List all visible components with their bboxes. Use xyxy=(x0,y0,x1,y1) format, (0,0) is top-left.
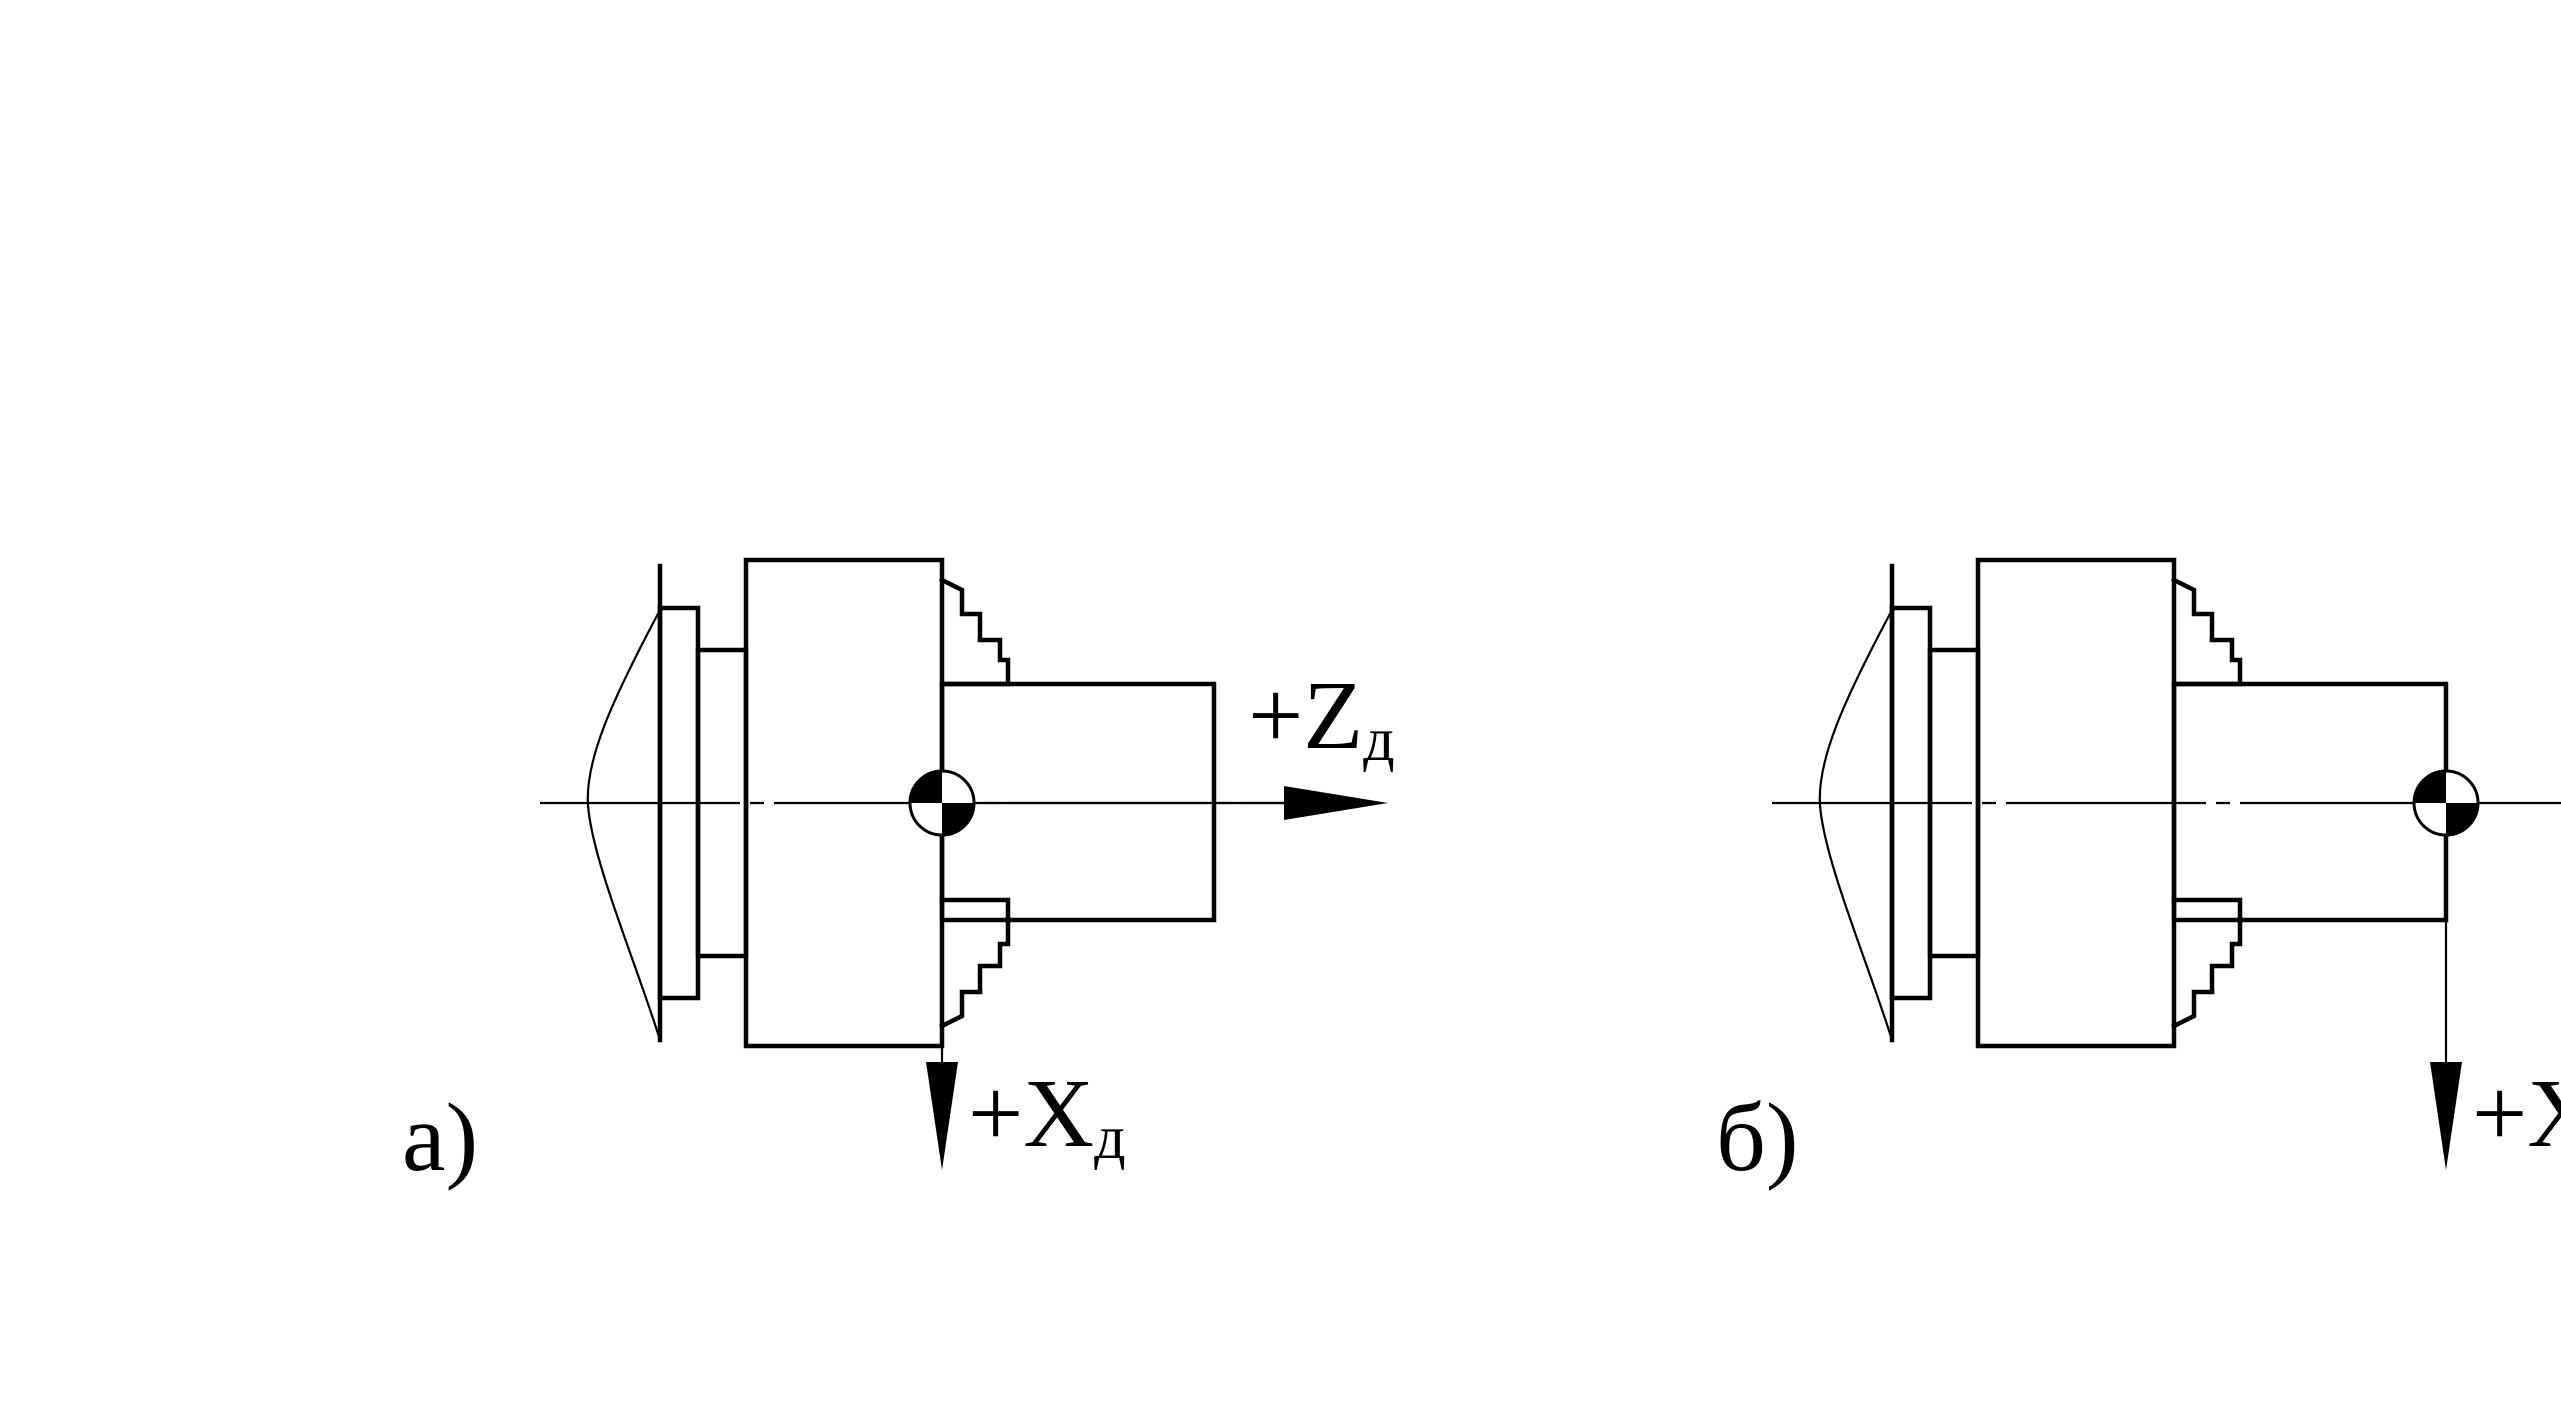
x-axis-arrowhead xyxy=(2430,1062,2462,1170)
workpiece-zero-point-symbol xyxy=(2412,769,2480,837)
x-axis-label: +Xд xyxy=(968,1060,1126,1172)
x-axis-label: +Xд xyxy=(2472,1060,2561,1172)
z-axis-label: +Zд xyxy=(1248,662,1395,774)
chuck-jaw-upper xyxy=(938,576,1011,687)
figure-b: +Xд б) xyxy=(1716,557,2561,1192)
z-axis-arrowhead xyxy=(1284,786,1388,820)
figure-a-caption: а) xyxy=(402,1084,478,1192)
spindle-break-curve xyxy=(1818,609,1894,1041)
x-axis-arrowhead xyxy=(926,1062,958,1170)
chuck-jaw-upper xyxy=(2170,576,2243,687)
figure-b-caption: б) xyxy=(1716,1084,1799,1192)
spindle-break-curve xyxy=(586,609,662,1041)
machine-zero-point-symbol xyxy=(908,769,976,837)
figure-a: +Zд +Xд а) xyxy=(402,557,1395,1192)
